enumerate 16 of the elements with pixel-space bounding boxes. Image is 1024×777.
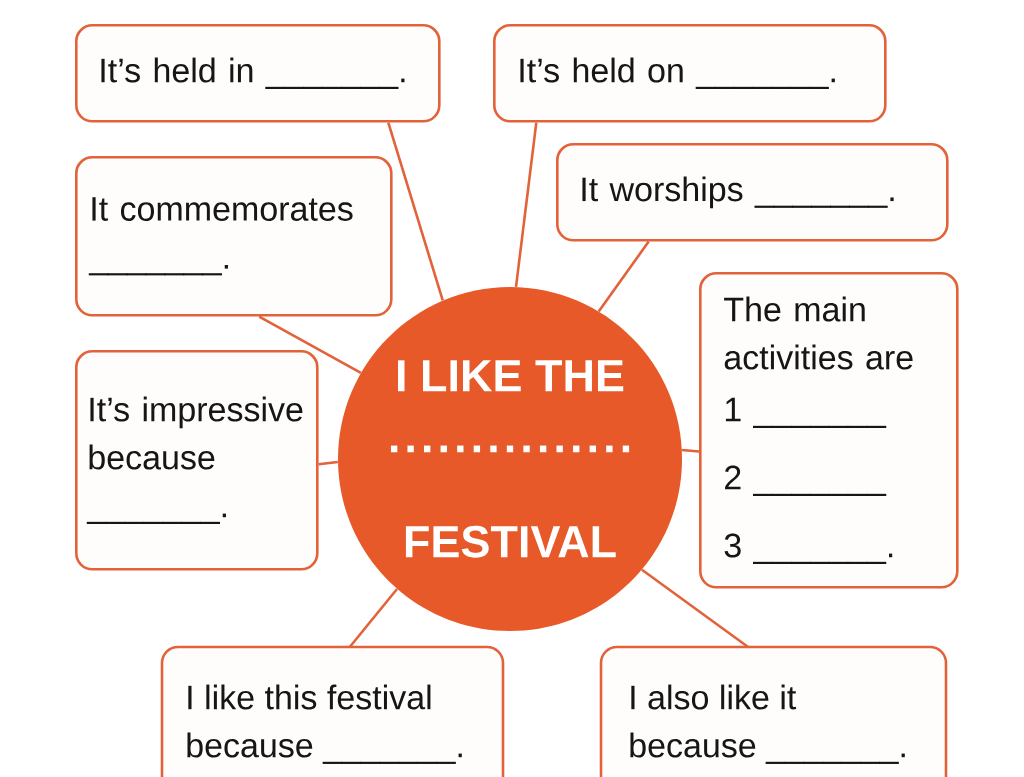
connector-line <box>681 448 700 453</box>
prompt-box: It commemorates _______. <box>75 156 393 317</box>
prompt-box: It’s impressive because _______. <box>75 350 319 571</box>
prompt-box: I also like it because _______. <box>599 645 948 777</box>
connector-line <box>641 568 749 649</box>
prompt-box: The main activities are 1 _______ 2 _______ 3 _______. <box>699 272 959 589</box>
connector-line <box>318 460 338 466</box>
connector-line <box>514 122 538 288</box>
connector-line <box>597 240 650 313</box>
connector-line <box>258 315 362 375</box>
prompt-box: It’s held in _______. <box>75 24 441 123</box>
prompt-box: I like this festival because _______. <box>160 645 505 777</box>
connector-line <box>387 122 444 301</box>
prompt-box: It worships _______. <box>556 143 949 242</box>
prompt-box: It’s held on _______. <box>493 24 887 123</box>
connector-line <box>348 588 399 648</box>
